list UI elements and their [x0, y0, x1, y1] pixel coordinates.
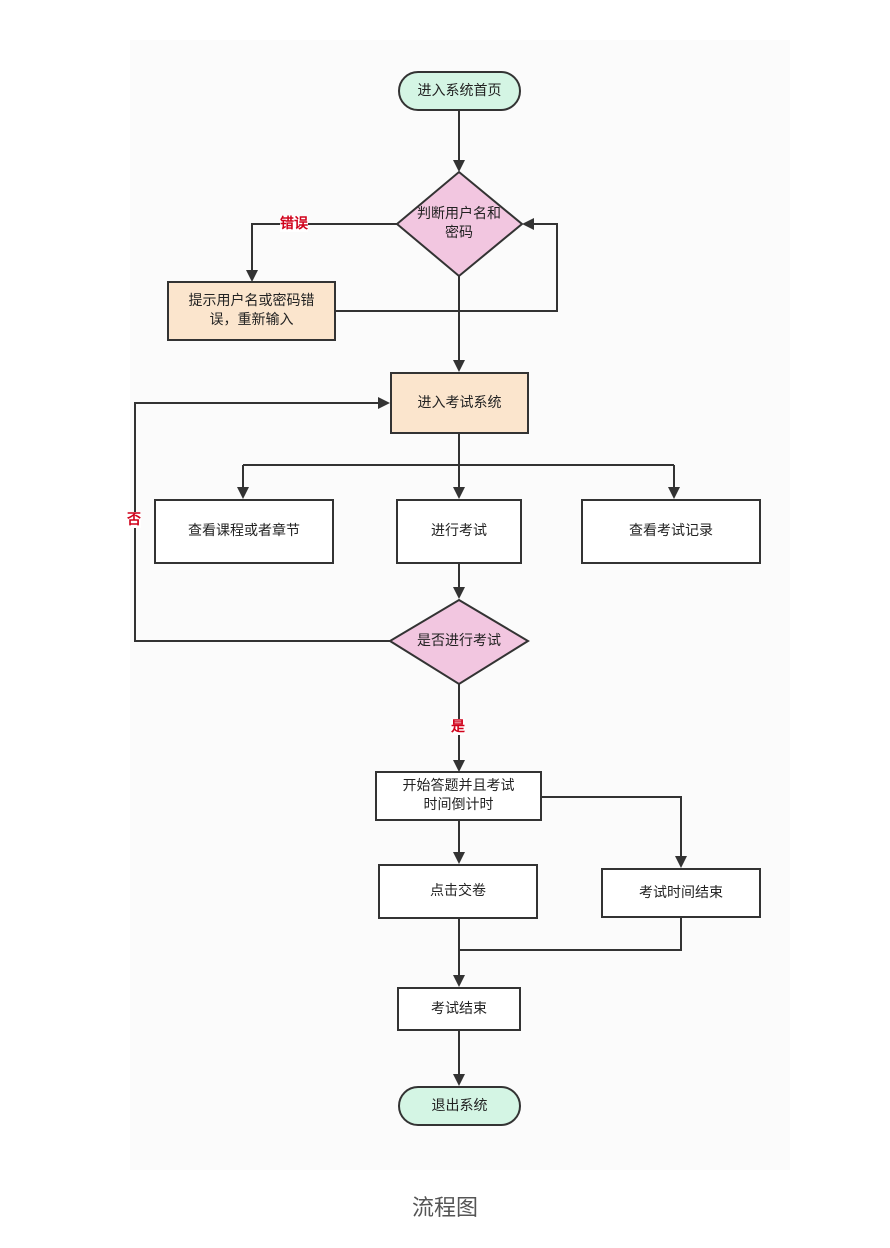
edge-timeover-merge — [459, 917, 682, 951]
view-course-box — [154, 499, 334, 564]
time-over-box — [601, 868, 761, 918]
edge-check-to-error — [246, 223, 398, 282]
yes-edge-label: 是 — [451, 719, 465, 735]
take-exam-box — [396, 499, 522, 564]
no-edge-label: 否 — [127, 512, 141, 528]
edge-answering-to-timeover — [541, 796, 687, 868]
exit-terminal — [398, 1086, 521, 1126]
login-error-box — [167, 281, 336, 341]
confirm-exam-decision — [388, 598, 530, 686]
view-records-box — [581, 499, 761, 564]
exam-end-box — [397, 987, 521, 1031]
figure-caption: 流程图 — [411, 1196, 478, 1221]
submit-box — [378, 864, 538, 919]
check-login-decision — [395, 170, 524, 278]
error-edge-label: 错误 — [280, 216, 308, 232]
nodes — [154, 71, 761, 1126]
edge-error-back-to-check — [336, 218, 558, 312]
start-terminal — [398, 71, 521, 111]
start-answering-box — [375, 771, 542, 821]
enter-exam-system-box — [390, 372, 529, 434]
